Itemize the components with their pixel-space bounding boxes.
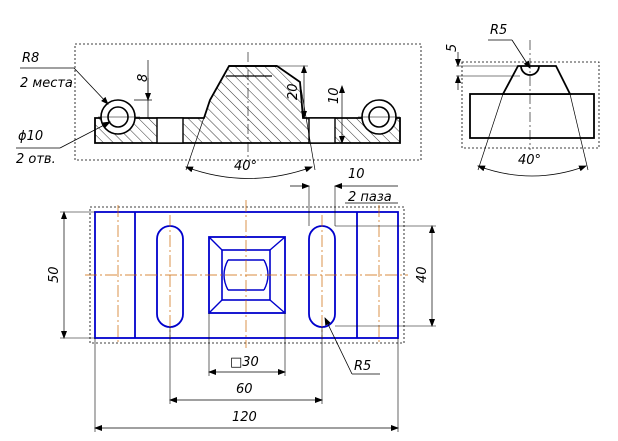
front-angle-label: 40° — [234, 159, 257, 174]
dim-10-slot-label: 10 — [348, 167, 365, 182]
dim-50-label: 50 — [47, 266, 62, 283]
front-view-frame — [74, 43, 422, 161]
dim-10-front-label: 10 — [327, 87, 342, 104]
dim-5-label: 5 — [445, 44, 460, 52]
dim-120-label: 120 — [232, 410, 257, 425]
dim-8-label: 8 — [136, 74, 151, 82]
front-view: 40° 8 20 10 R8 2 места ϕ10 2 отв. — [16, 43, 422, 179]
side-view: 5 R5 40° — [445, 23, 600, 177]
top-view: 50 40 10 2 паза □30 60 120 R5 — [47, 167, 436, 432]
dim-20-label: 20 — [286, 83, 301, 100]
slot-note: 2 паза — [348, 190, 392, 205]
r8-note: 2 места — [20, 76, 73, 91]
square-30-label: □30 — [230, 355, 259, 370]
front-slot-right — [308, 117, 336, 144]
side-r5-groove — [520, 65, 540, 76]
phi10-label: ϕ10 — [18, 129, 43, 144]
r5-side-label: R5 — [490, 23, 507, 38]
r5-top-label: R5 — [354, 359, 371, 374]
front-slot-left — [156, 117, 184, 144]
side-angle-label: 40° — [518, 153, 541, 168]
side-boss — [501, 65, 572, 95]
phi10-note: 2 отв. — [16, 152, 56, 167]
dim-60-label: 60 — [236, 382, 253, 397]
dim-40-label: 40 — [415, 266, 430, 283]
r8-label: R8 — [22, 51, 39, 66]
